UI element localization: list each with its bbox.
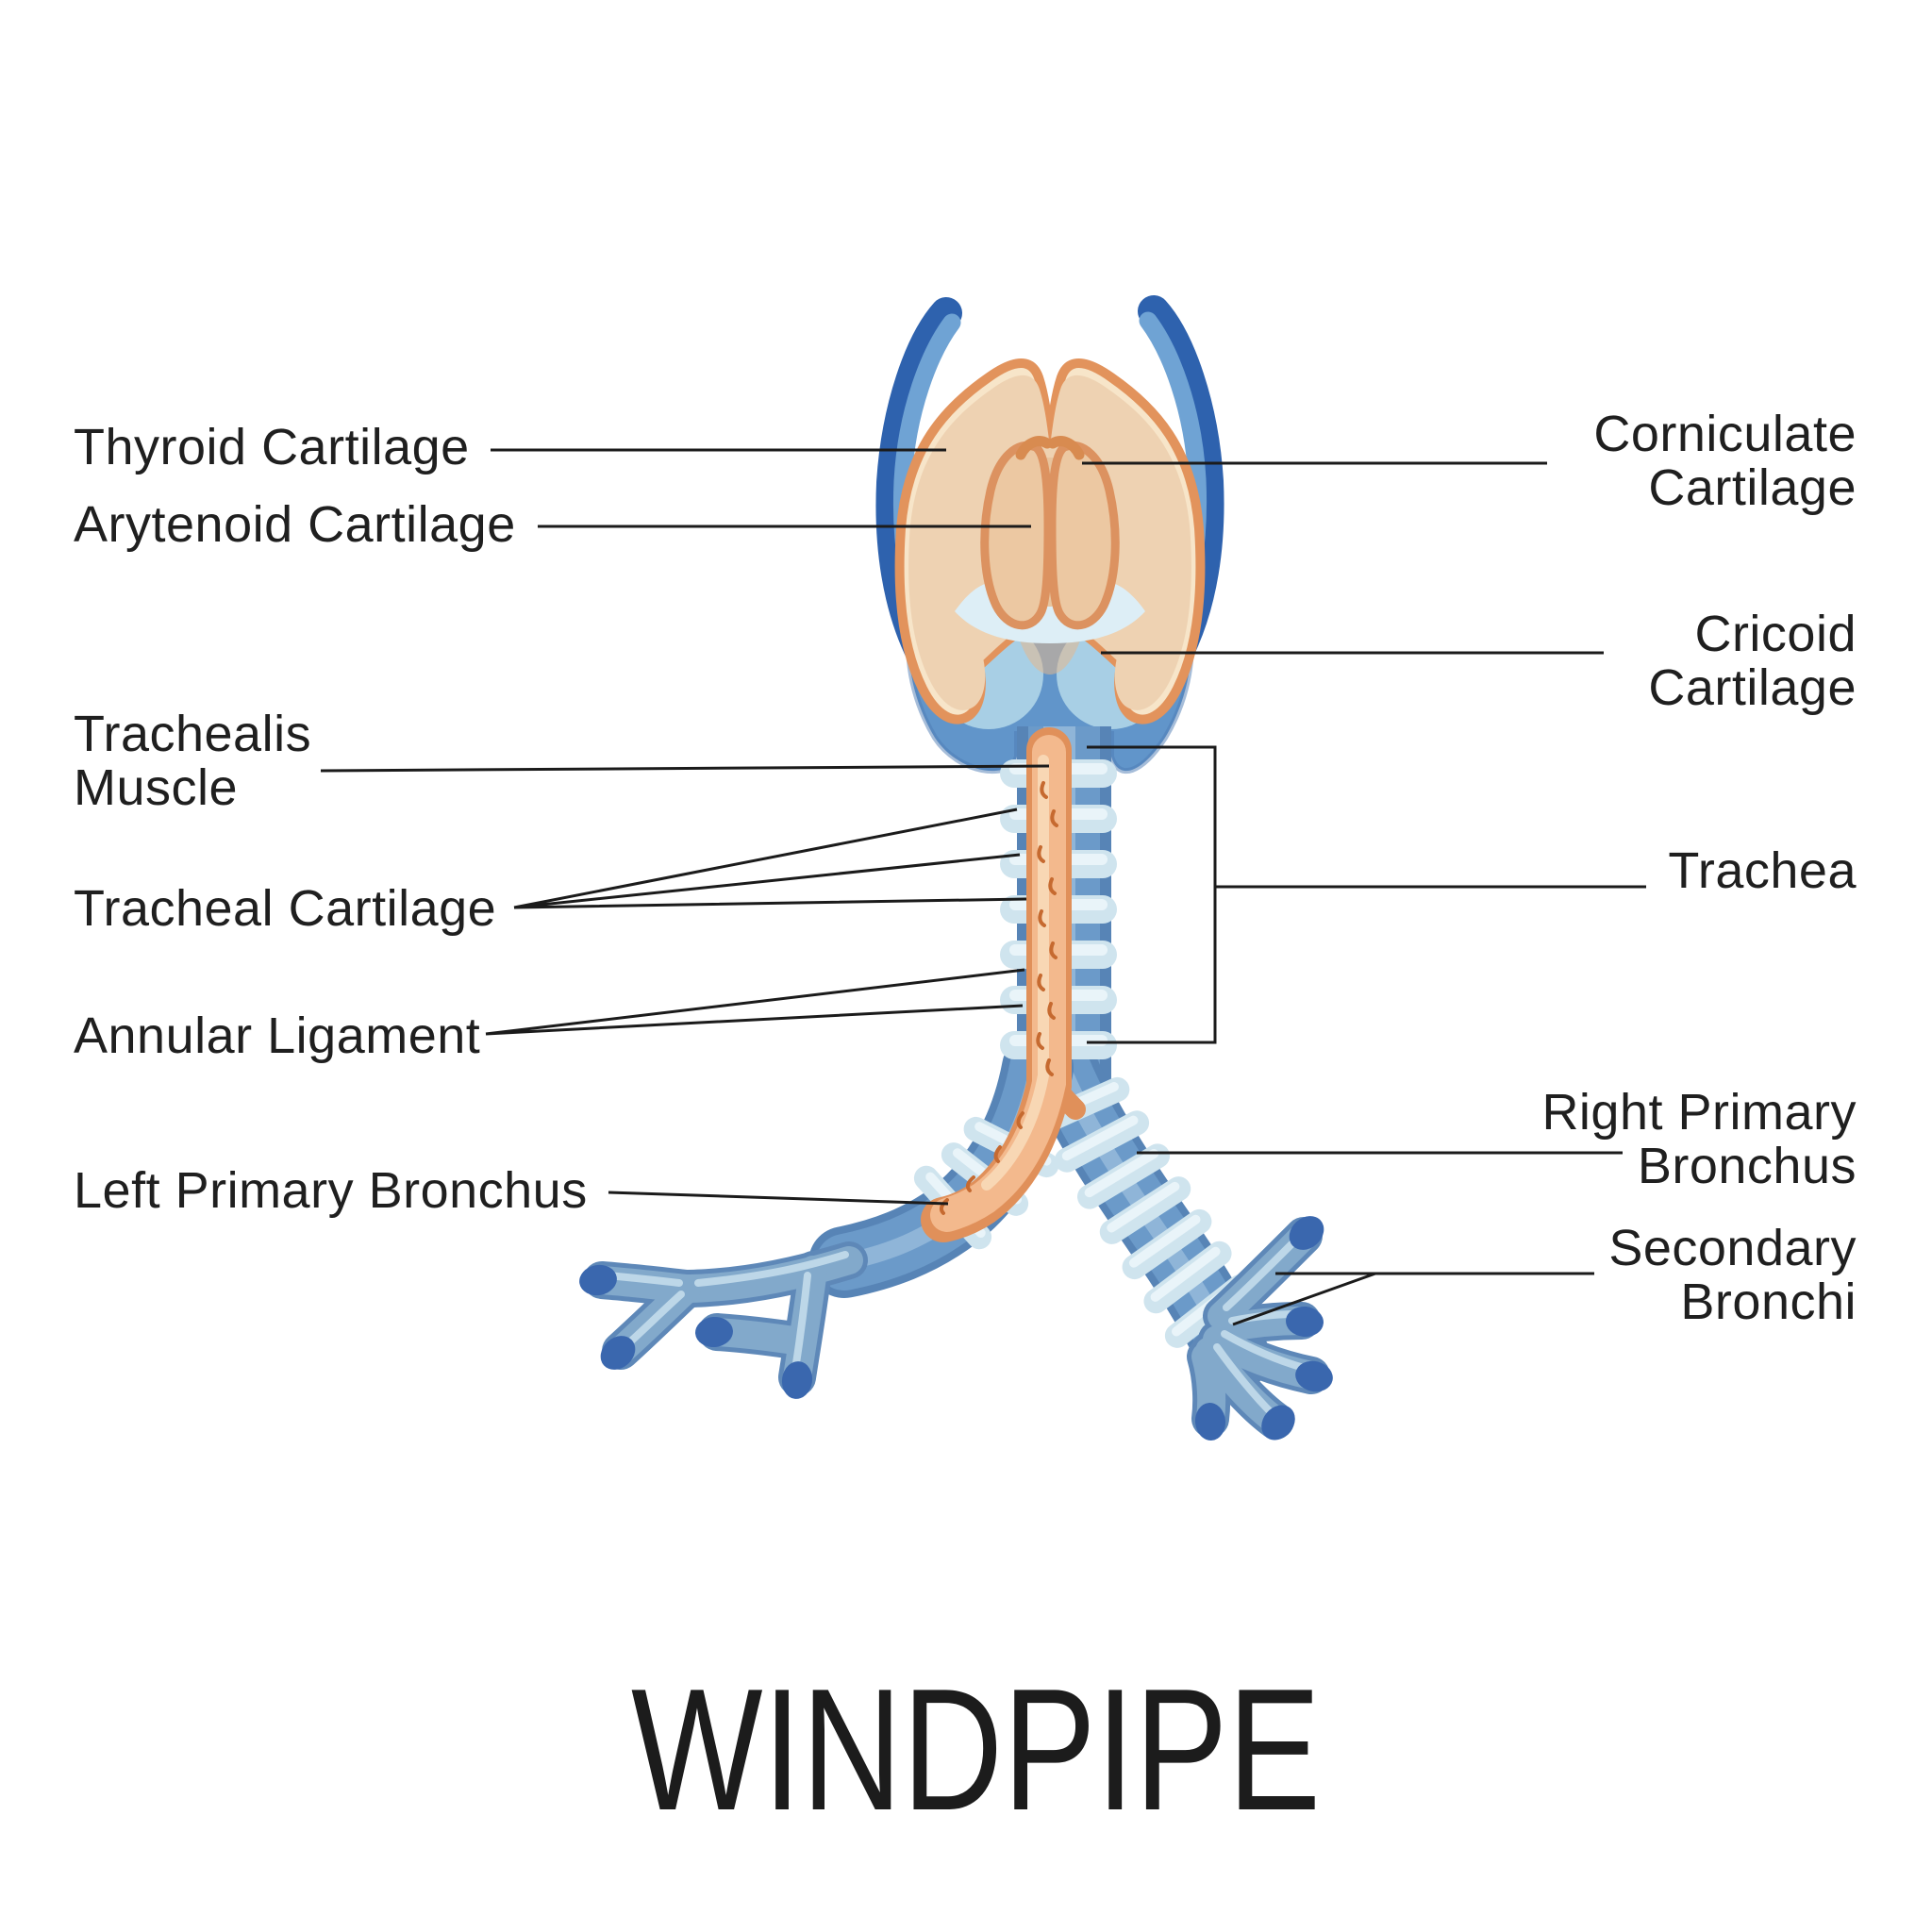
trachealis-muscle-shape	[921, 727, 1086, 1242]
left-secondary-bronchi	[579, 1241, 868, 1399]
label-corniculate-cartilage-line2: Cartilage	[1648, 459, 1857, 516]
leader-secondary-bronchi	[1232, 1272, 1594, 1326]
arytenoid-cartilages-shape	[980, 436, 1120, 630]
label-corniculate-cartilage-line1: Corniculate	[1593, 406, 1857, 462]
right-arytenoid	[1047, 441, 1120, 630]
label-thyroid-cartilage: Thyroid Cartilage	[74, 419, 470, 475]
label-trachealis-muscle-line2: Muscle	[74, 759, 238, 816]
label-cricoid-cartilage-line1: Cricoid	[1694, 606, 1857, 662]
leader-trachealis-muscle	[320, 764, 1050, 773]
right-secondary-bronchi	[1187, 1216, 1333, 1441]
label-trachealis-muscle-line1: Trachealis	[74, 706, 311, 762]
leader-lines	[320, 448, 1646, 1326]
label-left-primary-bronchus: Left Primary Bronchus	[74, 1162, 588, 1219]
label-right-primary-bronchus-line1: Right Primary	[1541, 1084, 1857, 1141]
left-corniculate-cartilage	[1015, 436, 1053, 460]
leader-tracheal-cartilage	[513, 808, 1027, 909]
label-annular-ligament: Annular Ligament	[74, 1008, 480, 1064]
leader-annular-ligament	[485, 968, 1025, 1036]
label-right-primary-bronchus-line2: Bronchus	[1638, 1138, 1857, 1194]
larynx-illustration	[875, 295, 1224, 774]
secondary-bronchi-illustration	[579, 1216, 1333, 1441]
label-tracheal-cartilage: Tracheal Cartilage	[74, 880, 496, 937]
right-corniculate-cartilage	[1047, 436, 1085, 460]
leader-left-primary-bronchus	[608, 1191, 949, 1206]
label-arytenoid-cartilage: Arytenoid Cartilage	[74, 496, 516, 553]
label-secondary-bronchi-line2: Bronchi	[1680, 1274, 1857, 1330]
label-trachea: Trachea	[1668, 842, 1857, 899]
leader-trachea-bracket	[1087, 745, 1646, 1044]
page-title: WINDPIPE	[631, 1652, 1321, 1846]
label-secondary-bronchi-line1: Secondary	[1608, 1220, 1857, 1276]
labels: Thyroid Cartilage Arytenoid Cartilage Tr…	[74, 406, 1857, 1330]
label-cricoid-cartilage-line2: Cartilage	[1648, 659, 1857, 716]
muscle-texture-marks	[939, 781, 1058, 1215]
left-arytenoid	[980, 441, 1053, 630]
